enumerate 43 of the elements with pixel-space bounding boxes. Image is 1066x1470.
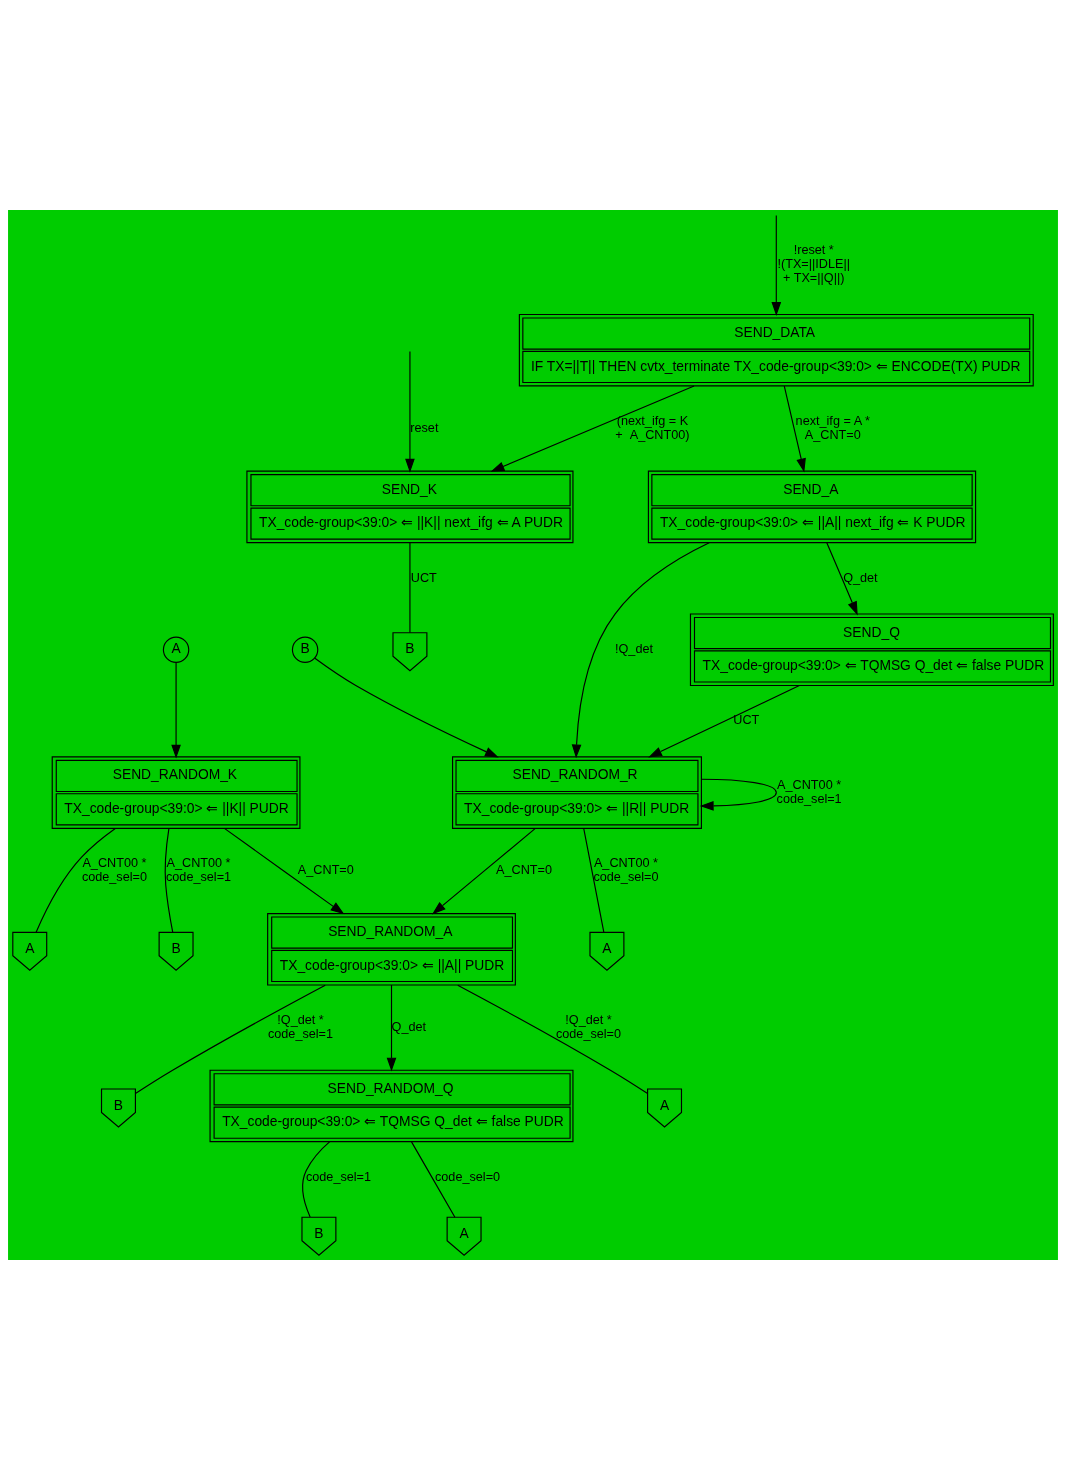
- arrow: [386, 984, 397, 1072]
- arrow: [771, 214, 782, 316]
- edge-label: A_CNT00 * code_sel=1: [165, 856, 232, 885]
- arrow: [171, 662, 181, 759]
- arrow: [223, 827, 345, 915]
- edge-label: !Q_det * code_sel=0: [555, 1012, 622, 1041]
- arrow: [826, 542, 858, 616]
- arrow: [431, 827, 536, 915]
- arrow: [648, 684, 800, 758]
- node-circle: B: [291, 636, 319, 663]
- edge-label: A_CNT=0: [496, 863, 552, 878]
- edge-label: code_sel=0: [434, 1169, 501, 1184]
- connector: [164, 828, 174, 933]
- edge-label: A_CNT00 * code_sel=0: [593, 856, 659, 885]
- edge-label: !reset * !(TX=||IDLE|| + TX=||Q||): [777, 243, 851, 286]
- connector: [35, 827, 116, 933]
- connector: [457, 984, 648, 1094]
- connector: [302, 1141, 331, 1218]
- connector: [135, 984, 326, 1094]
- arrow: [314, 657, 499, 758]
- edge-label: (next_ifg = K + A_CNT00): [615, 413, 690, 442]
- arrow: [699, 778, 777, 811]
- arrow: [571, 542, 710, 759]
- arrow: [783, 385, 806, 473]
- edge-label: A_CNT=0: [297, 863, 354, 878]
- edge-label: code_sel=1: [305, 1169, 372, 1184]
- edge-label: A_CNT00 * code_sel=0: [81, 856, 147, 885]
- node-circle: A: [162, 636, 190, 663]
- edge-label: next_ifg = A * A_CNT=0: [795, 413, 870, 442]
- edge-label: !Q_det * code_sel=1: [267, 1012, 334, 1041]
- edge-label: Q_det: [391, 1019, 427, 1034]
- connector: [583, 827, 605, 933]
- edge-label: Q_det: [843, 570, 878, 585]
- edge-label: A_CNT00 * code_sel=1: [776, 777, 842, 806]
- arrow: [490, 385, 695, 472]
- connector: [410, 1141, 456, 1218]
- edge-label: UCT: [733, 713, 760, 728]
- arrow: [405, 350, 415, 473]
- edge-label: !Q_det: [615, 641, 654, 656]
- edge-label: UCT: [410, 570, 437, 585]
- node-box: SEND_A TX_code-group<39:0> ⇐ ||A|| next_ifg ⇐ K PUDR: [647, 470, 977, 544]
- connector: [409, 542, 411, 634]
- edge-label: reset: [410, 420, 439, 435]
